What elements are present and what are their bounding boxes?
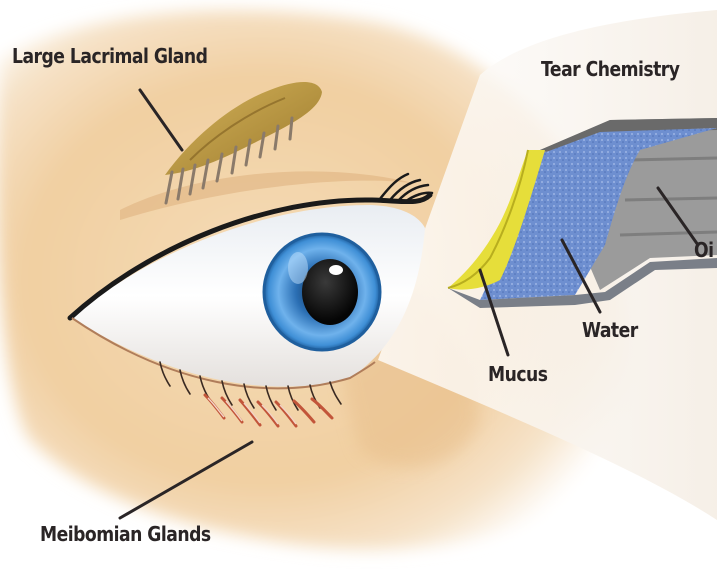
- label-lacrimal-gland: Large Lacrimal Gland: [12, 44, 207, 68]
- eye-highlight: [329, 265, 343, 275]
- label-tear-chemistry: Tear Chemistry: [541, 57, 679, 81]
- iris-shine: [288, 252, 308, 284]
- label-mucus: Mucus: [488, 362, 547, 386]
- label-water: Water: [582, 318, 638, 342]
- label-meibomian-glands: Meibomian Glands: [40, 522, 211, 546]
- label-oil: Oi: [694, 238, 713, 262]
